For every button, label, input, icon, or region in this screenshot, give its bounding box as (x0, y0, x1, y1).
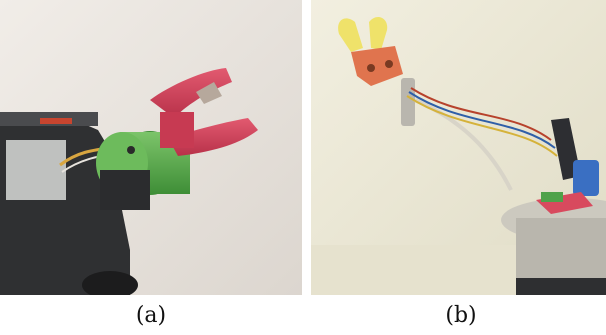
metal-bracket (6, 140, 66, 200)
blue-servo (573, 160, 599, 196)
panel-a-caption: (a) (135, 303, 167, 328)
wire-bundle-2 (408, 91, 556, 149)
yellow-finger-right (369, 16, 388, 50)
orange-bracket (351, 46, 403, 86)
robot-wheel (82, 271, 138, 295)
photo-b-image (311, 0, 606, 295)
robot-side (516, 218, 606, 278)
yellow-finger-left (338, 18, 363, 52)
bracket-screw (367, 64, 375, 72)
red-wire-strip (40, 118, 72, 124)
dark-gear-housing (100, 170, 150, 210)
photo-panel-a (0, 0, 302, 295)
green-circuit-board (541, 192, 563, 202)
photo-panel-b (311, 0, 606, 295)
wire-bundle-3 (406, 95, 558, 157)
photo-a-image (0, 0, 302, 295)
screw-hole (127, 146, 135, 154)
clear-arm-rod (414, 98, 513, 191)
robot-wheel-base (516, 278, 606, 295)
silver-motor (401, 78, 415, 126)
jaw-hub (160, 112, 194, 148)
upper-red-jaw (150, 68, 232, 118)
metal-jaw-tip (196, 82, 222, 104)
panel-b-caption: (b) (445, 303, 477, 328)
bracket-screw-2 (385, 60, 393, 68)
wire-bundle (410, 87, 552, 141)
